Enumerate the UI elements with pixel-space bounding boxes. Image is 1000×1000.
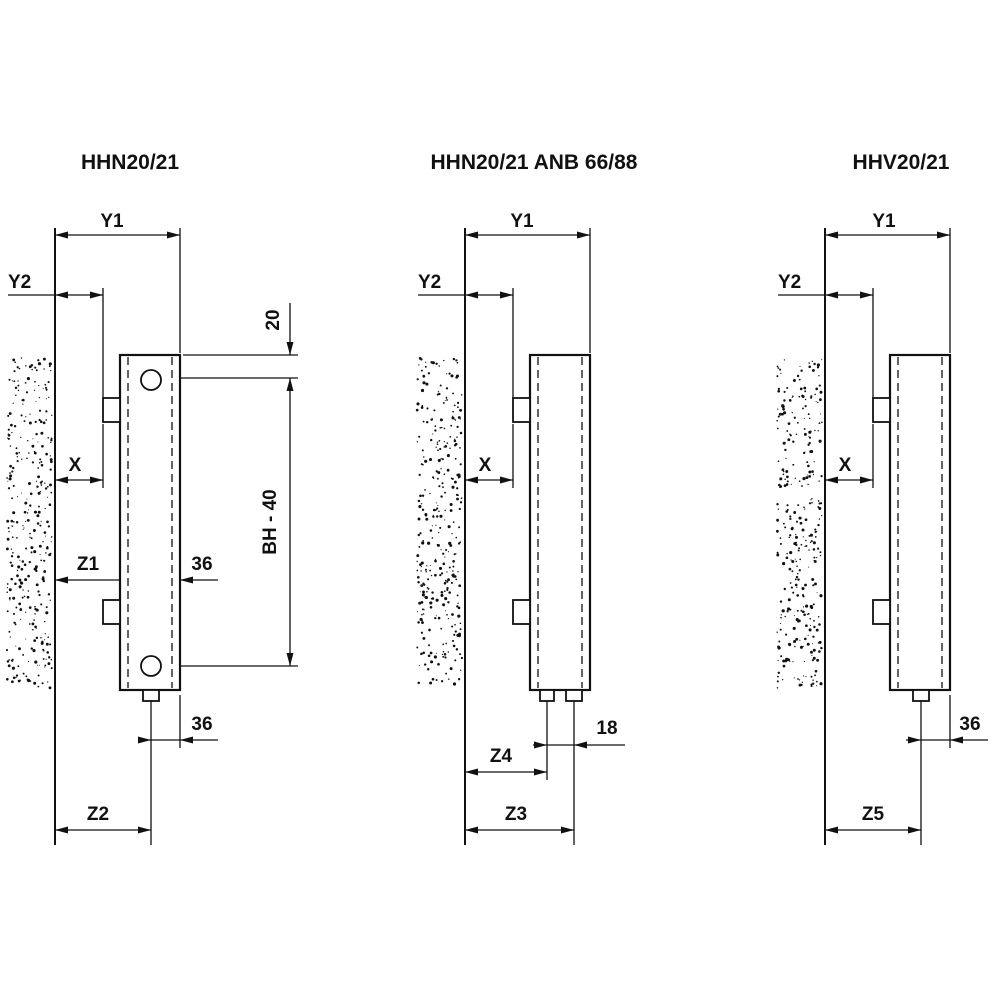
radiator-body bbox=[118, 353, 182, 692]
arrowhead bbox=[55, 291, 68, 299]
arrowhead bbox=[950, 736, 963, 744]
arrowhead bbox=[465, 826, 478, 834]
dim-label-y1: Y1 bbox=[510, 211, 534, 232]
radiator-body bbox=[528, 353, 592, 692]
arrowhead bbox=[825, 826, 838, 834]
arrowhead bbox=[908, 736, 921, 744]
dim-label-y2: Y2 bbox=[8, 272, 31, 293]
arrowhead bbox=[825, 476, 838, 484]
arrowhead bbox=[138, 736, 151, 744]
arrowhead bbox=[465, 291, 478, 299]
mounting-bracket-bottom bbox=[102, 599, 121, 625]
dim-label-x: X bbox=[69, 455, 82, 476]
dim-label-y2: Y2 bbox=[418, 272, 441, 293]
dim-label-z1: Z1 bbox=[77, 554, 100, 575]
arrowhead bbox=[90, 476, 103, 484]
dim-label-y2: Y2 bbox=[778, 272, 801, 293]
arrowhead bbox=[465, 476, 478, 484]
arrowhead bbox=[138, 826, 151, 834]
arrowhead bbox=[286, 378, 294, 391]
arrowhead bbox=[908, 826, 921, 834]
dim-label-18: 18 bbox=[596, 718, 617, 739]
drain-connection bbox=[140, 655, 162, 677]
arrowhead bbox=[465, 768, 478, 776]
diagram-hhv20-21: HHV20/21 Y1 Y2 X 36 bbox=[776, 151, 988, 845]
vent-connection bbox=[140, 369, 162, 391]
arrowhead bbox=[286, 653, 294, 666]
mounting-bracket-bottom bbox=[872, 599, 891, 625]
arrowhead bbox=[500, 291, 513, 299]
dim-label-36-mid: 36 bbox=[191, 554, 212, 575]
mounting-bracket-bottom bbox=[512, 599, 531, 625]
wall-texture bbox=[776, 359, 823, 689]
dim-label-z2: Z2 bbox=[87, 804, 109, 825]
arrowhead bbox=[167, 231, 180, 239]
dim-label-z4: Z4 bbox=[490, 746, 513, 767]
arrowhead bbox=[55, 576, 68, 584]
dim-label-y1: Y1 bbox=[872, 211, 896, 232]
arrowhead bbox=[561, 826, 574, 834]
arrowhead bbox=[55, 231, 68, 239]
wall-texture bbox=[5, 357, 53, 690]
arrowhead bbox=[55, 476, 68, 484]
arrowhead bbox=[534, 741, 547, 749]
arrowhead bbox=[937, 231, 950, 239]
arrowhead bbox=[180, 736, 193, 744]
diagram-title: HHV20/21 bbox=[853, 151, 950, 174]
dim-label-y1: Y1 bbox=[100, 211, 124, 232]
mounting-bracket-top bbox=[872, 397, 891, 423]
arrowhead bbox=[500, 476, 513, 484]
arrowhead bbox=[577, 231, 590, 239]
dim-label-x: X bbox=[479, 455, 492, 476]
dim-label-z3: Z3 bbox=[505, 804, 527, 825]
arrowhead bbox=[90, 291, 103, 299]
pipe-stub bbox=[142, 689, 160, 702]
dim-label-x: X bbox=[839, 455, 852, 476]
arrowhead bbox=[286, 342, 294, 355]
arrowhead bbox=[465, 231, 478, 239]
dim-label-bh-minus-40: BH - 40 bbox=[260, 489, 281, 554]
radiator-body bbox=[888, 353, 952, 692]
dim-label-36-bottom: 36 bbox=[191, 714, 212, 735]
wall-texture bbox=[415, 357, 464, 686]
arrowhead bbox=[860, 291, 873, 299]
arrowhead bbox=[860, 476, 873, 484]
arrowhead bbox=[825, 291, 838, 299]
diagram-title: HHN20/21 bbox=[81, 151, 179, 174]
dim-label-36: 36 bbox=[959, 714, 980, 735]
diagram-title: HHN20/21 ANB 66/88 bbox=[431, 151, 638, 174]
arrowhead bbox=[825, 231, 838, 239]
arrowhead bbox=[55, 826, 68, 834]
pipe-stub-left bbox=[539, 689, 555, 702]
diagram-hhn20-21-anb: HHN20/21 ANB 66/88 Y1 Y2 X bbox=[415, 151, 638, 845]
diagram-hhn20-21: HHN20/21 Y1 Y2 X 20 BH - 40 bbox=[5, 151, 298, 845]
dim-label-vent-offset: 20 bbox=[263, 309, 284, 330]
pipe-stub bbox=[912, 689, 930, 702]
arrowhead bbox=[534, 768, 547, 776]
pipe-stub-right bbox=[565, 689, 583, 702]
arrowhead bbox=[180, 576, 193, 584]
dim-label-z5: Z5 bbox=[862, 804, 885, 825]
mounting-bracket-top bbox=[102, 397, 121, 423]
mounting-bracket-top bbox=[512, 397, 531, 423]
arrowhead bbox=[574, 741, 587, 749]
